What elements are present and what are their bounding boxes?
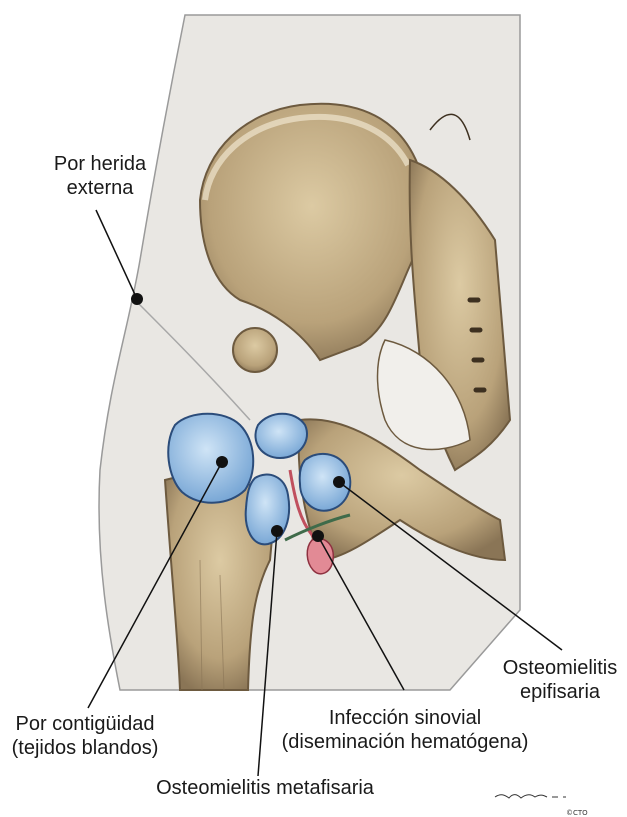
artist-signature (495, 795, 566, 798)
label-osteomielitis-epifisaria: Osteomielitis epifisaria (500, 656, 620, 704)
leader-herida (96, 210, 137, 299)
label-por-contiguidad: Por contigüidad (tejidos blandos) (0, 712, 170, 760)
joint-capsule-top (255, 414, 307, 458)
anterior-spine (233, 328, 277, 372)
label-por-herida-externa: Por herida externa (30, 152, 170, 200)
label-infeccion-sinovial: Infección sinovial (diseminación hematóg… (270, 706, 540, 754)
label-osteomielitis-metafisaria: Osteomielitis metafisaria (140, 776, 390, 800)
credit-text: ©CTO (566, 809, 588, 817)
metaphyseal-focus (246, 475, 289, 545)
soft-tissue-abscess (168, 414, 253, 503)
